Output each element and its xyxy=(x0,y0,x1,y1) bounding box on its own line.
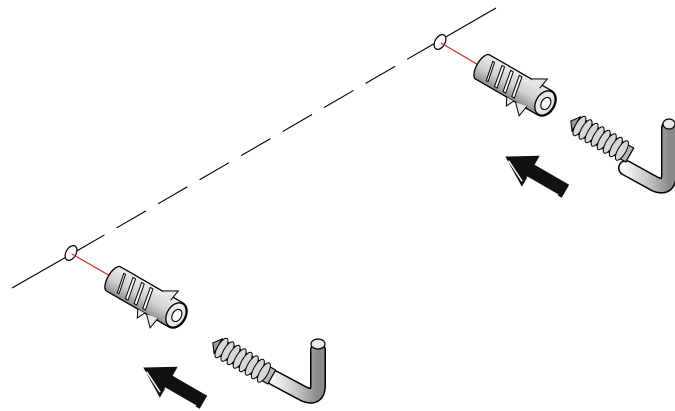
wall-guide-line xyxy=(11,7,497,289)
left-l-hook-screw xyxy=(206,332,326,404)
left-drill-hole xyxy=(64,245,78,261)
left-wall-plug xyxy=(95,256,197,342)
right-insert-arrow xyxy=(496,141,575,207)
right-wall-plug xyxy=(464,44,566,130)
left-anchor-assembly xyxy=(95,256,326,411)
right-drill-hole xyxy=(433,34,447,50)
right-l-hook-screw xyxy=(564,110,675,194)
left-insert-arrow xyxy=(134,352,213,411)
right-anchor-assembly xyxy=(464,44,675,207)
